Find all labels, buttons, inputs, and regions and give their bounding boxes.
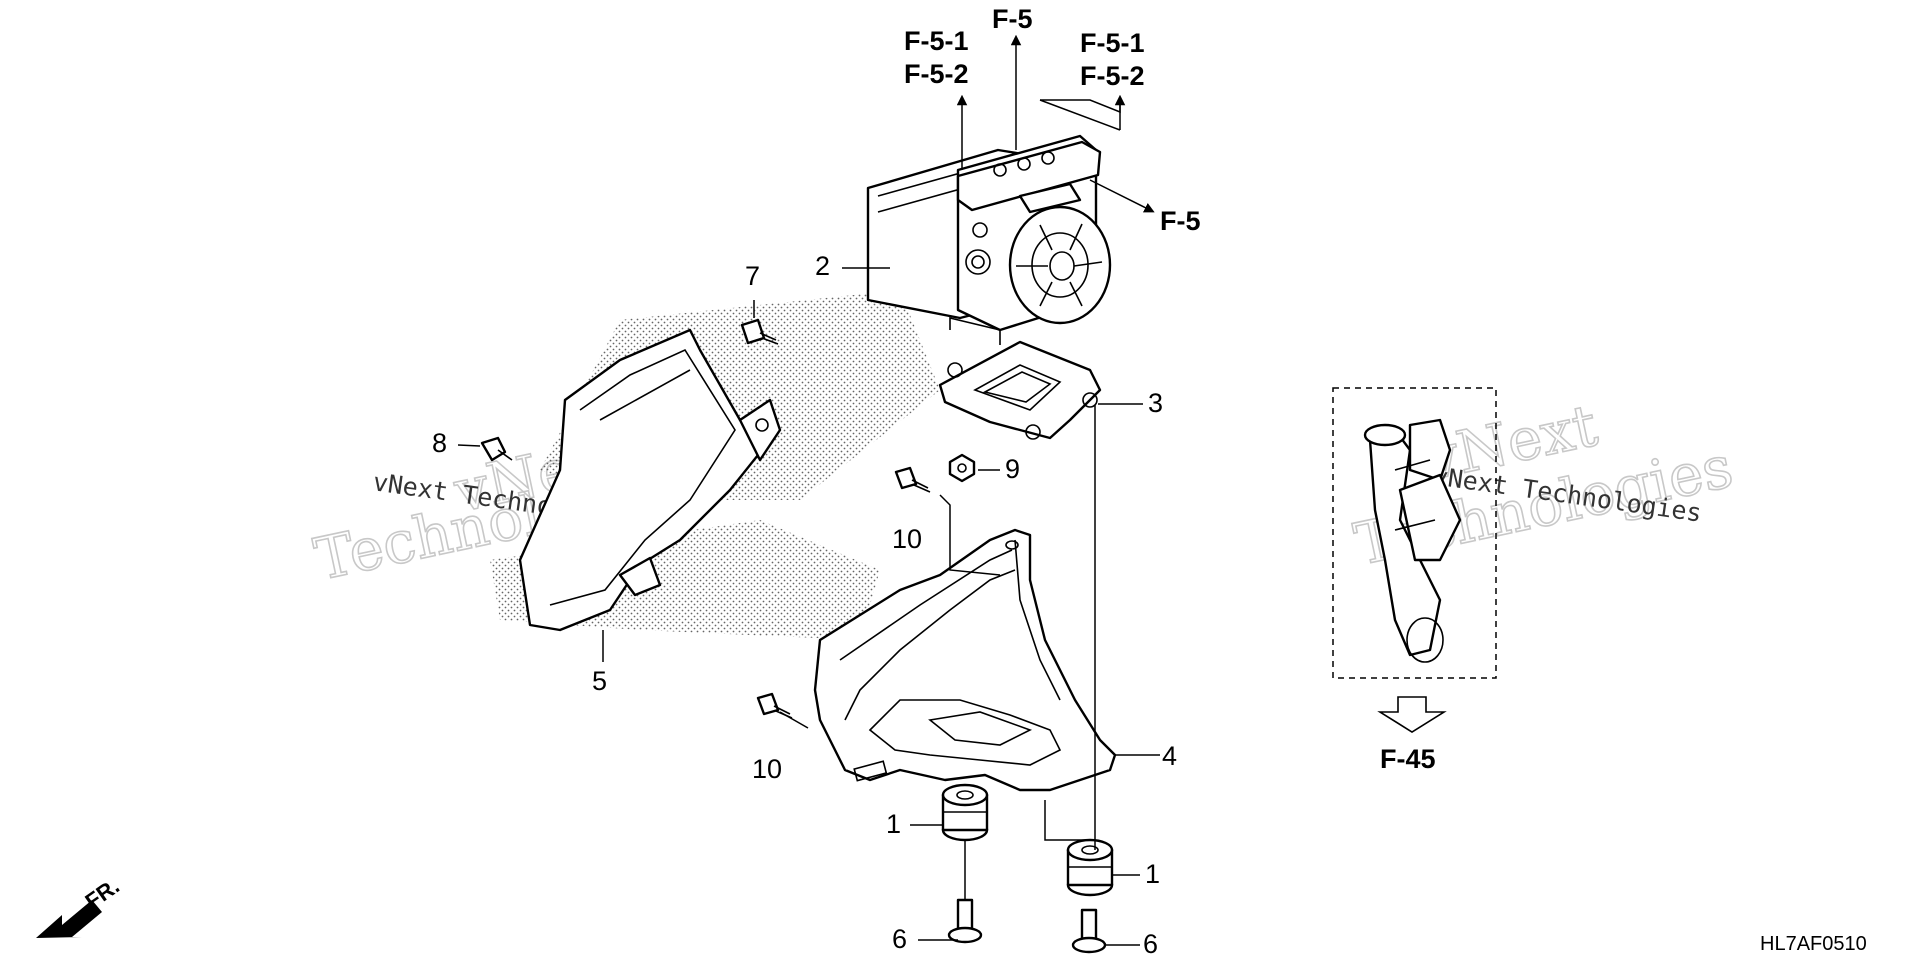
ref-top-left-a: F-5-1 [904,26,969,56]
cover-5-shape [518,328,782,632]
callout-3: 3 [1148,388,1163,418]
callout-4: 4 [1162,741,1177,771]
clip-8 [480,436,513,462]
bracket-3-shape [938,340,1102,440]
ref-detail: F-45 [1380,744,1436,774]
callout-6-right: 6 [1143,929,1158,959]
callout-9: 9 [1005,454,1020,484]
drawing-code: HL7AF0510 [1760,933,1867,955]
bolt-10-lower [756,692,793,719]
collar-6-left [947,898,983,944]
front-direction-indicator: FR. [36,873,124,938]
bolt-7 [740,318,779,345]
callout-10-upper: 10 [892,524,922,554]
grommet-1-right [1066,838,1114,897]
callout-7: 7 [745,261,760,291]
callout-10-lower: 10 [752,754,782,784]
ref-top-left-b: F-5-2 [904,59,969,89]
collar-6-right [1071,908,1107,954]
callout-1-left: 1 [886,809,901,839]
ref-top-center: F-5 [992,4,1033,34]
ref-top-right-b: F-5-2 [1080,61,1145,91]
detail-box [1332,387,1497,679]
callout-1-right: 1 [1145,859,1160,889]
leader-lines [457,267,1160,946]
front-arrow-icon [36,900,102,938]
abs-modulator-assembly [866,134,1112,345]
callout-6-left: 6 [892,924,907,954]
reference-arrows [956,34,1447,733]
down-arrow-f45 [1377,696,1447,733]
callout-5: 5 [592,666,607,696]
callout-2: 2 [815,251,830,281]
ref-top-right-a: F-5-1 [1080,28,1145,58]
bracket-4-shape [813,528,1117,792]
bolt-10-upper [894,466,931,493]
grommet-1-left [941,783,989,842]
nut-9 [948,453,976,483]
ref-right: F-5 [1160,206,1201,236]
callout-8: 8 [432,428,447,458]
